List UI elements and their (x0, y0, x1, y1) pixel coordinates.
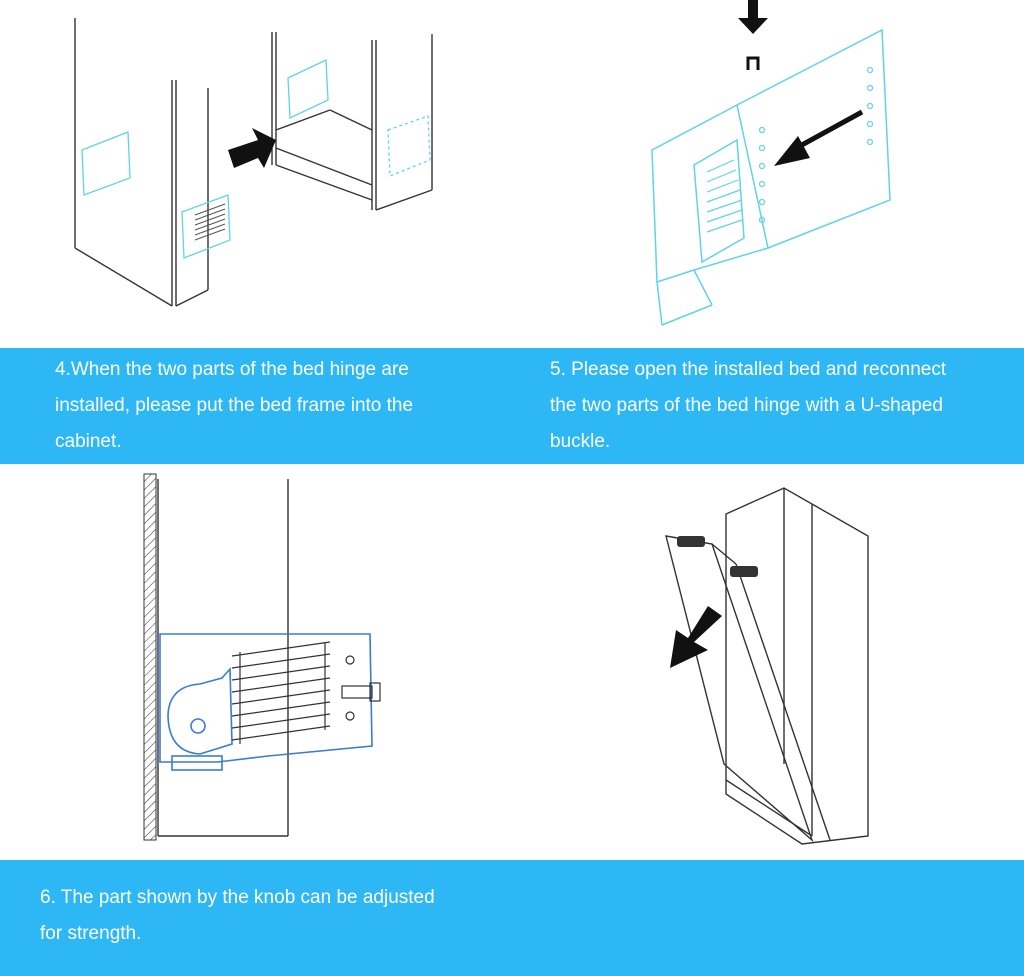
caption-step5-line2: the two parts of the bed hinge with a U-… (550, 395, 943, 416)
caption-step5-line3: buckle. (550, 431, 611, 452)
caption-step5-line1: 5. Please open the installed bed and rec… (550, 359, 947, 380)
arrow-icon (774, 109, 864, 166)
bed-tilt-drawing (665, 487, 869, 845)
caption-band-bottom (0, 860, 1024, 976)
caption-step4-line2: installed, please put the bed frame into… (55, 395, 414, 416)
caption-step5: 5. Please open the installed bed and rec… (550, 352, 946, 460)
illustration-step4 (0, 0, 512, 348)
u-buckle-icon (746, 56, 760, 70)
illustration-step5 (512, 0, 1024, 348)
caption-step4: 4.When the two parts of the bed hinge ar… (55, 352, 413, 460)
caption-step4-line1: 4.When the two parts of the bed hinge ar… (55, 359, 409, 380)
caption-step4-line3: cabinet. (55, 431, 122, 452)
arrow-icon (670, 606, 722, 668)
hinge-buckle-drawing (651, 0, 891, 326)
cabinet-frame-drawing (74, 18, 433, 307)
arrow-down-icon (738, 0, 768, 34)
illustration-step6 (0, 464, 512, 860)
caption-step6-line2: for strength. (40, 923, 142, 944)
illustration-step7 (512, 464, 1024, 860)
caption-band-top (0, 348, 1024, 464)
caption-step6: 6. The part shown by the knob can be adj… (40, 880, 435, 952)
hinge-knob-drawing (143, 473, 381, 841)
arrow-icon (228, 128, 276, 168)
caption-step6-line1: 6. The part shown by the knob can be adj… (40, 887, 435, 908)
